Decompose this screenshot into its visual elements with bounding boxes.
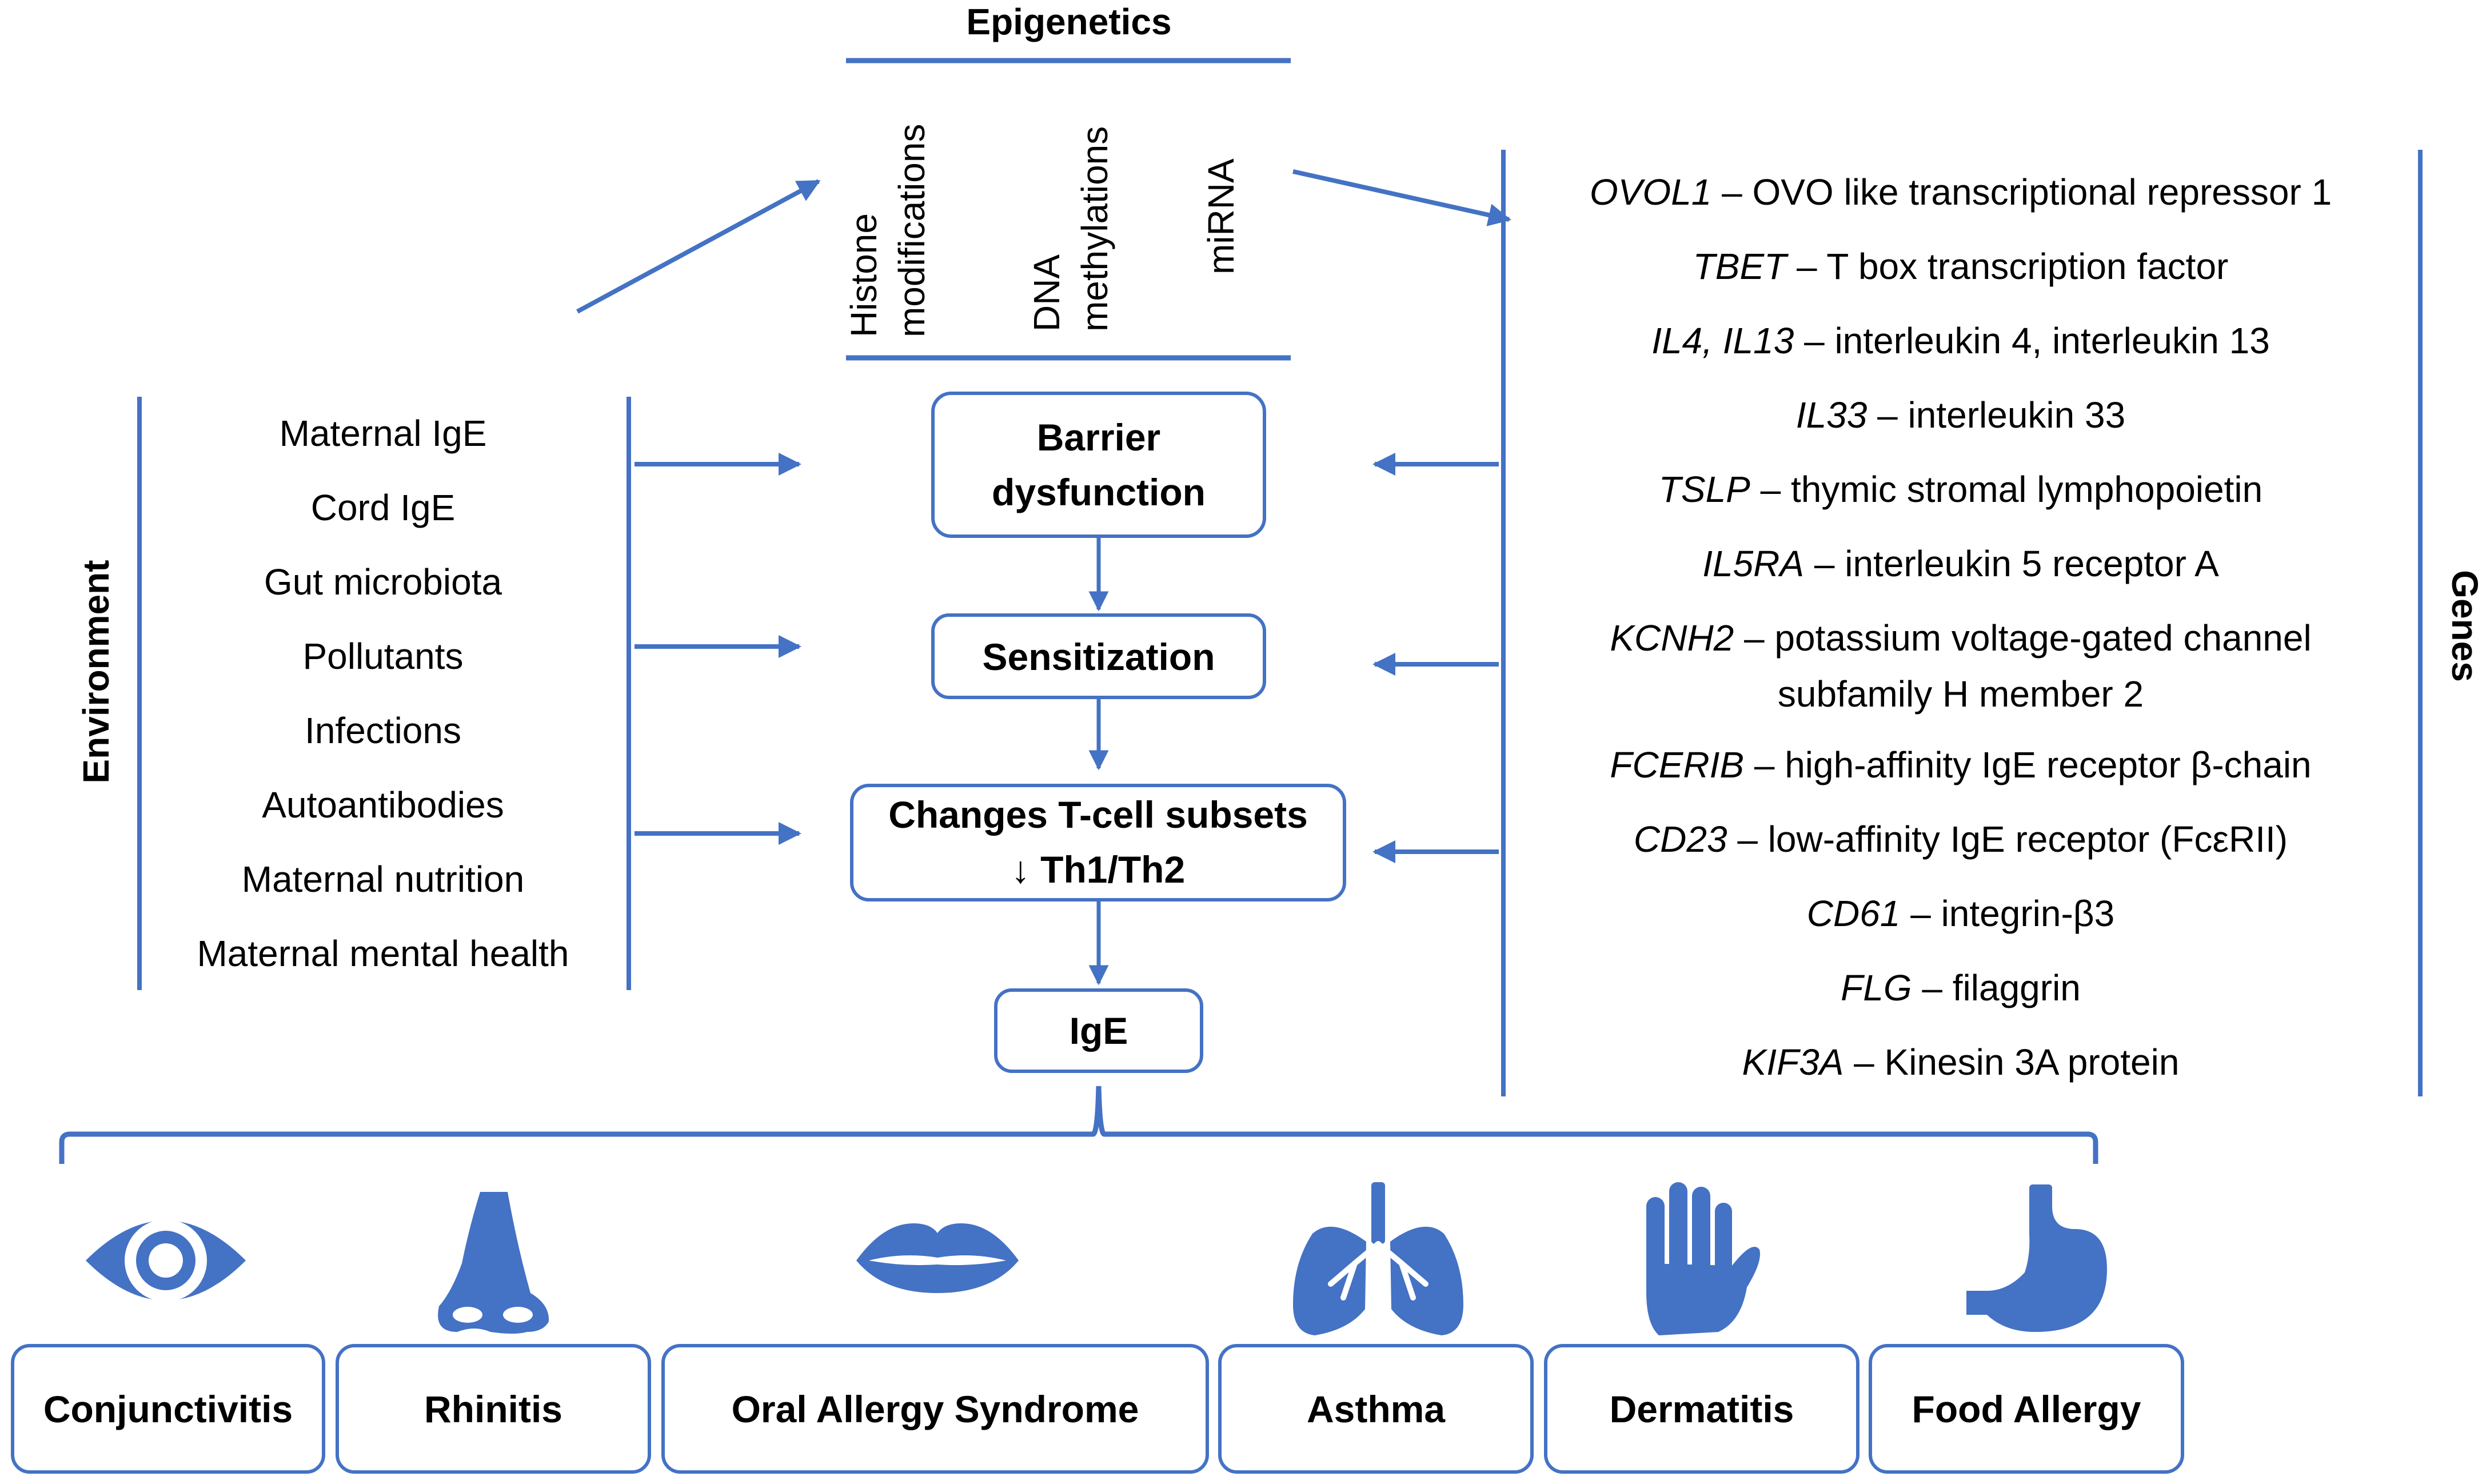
- tcell-label-line2: ↓ Th1/Th2: [1011, 848, 1185, 891]
- tcell-label-line1: Changes T-cell subsets: [888, 793, 1308, 836]
- disease-label: Food Allergy: [1912, 1388, 2141, 1430]
- epigenetics-to-genes-arrow: [1292, 169, 1511, 226]
- disease-label: Oral Allergy Syndrome: [732, 1388, 1139, 1430]
- gene-item: CD61 – integrin-β3: [1807, 893, 2114, 934]
- epigenetics-item-line: miRNA: [1200, 158, 1242, 274]
- environment-item: Pollutants: [302, 636, 463, 677]
- ige-box: [994, 988, 1203, 1073]
- gene-item: TBET – T box transcription factor: [1693, 246, 2229, 287]
- gene-item-continuation: subfamily H member 2: [1778, 673, 2144, 715]
- environment-item: Infections: [305, 710, 461, 751]
- pathway-section: Barrier dysfunction Sensitization Change…: [850, 392, 1346, 1073]
- environment-item: Maternal mental health: [197, 933, 569, 974]
- genes-list: OVOL1 – OVO like transcriptional repress…: [1590, 171, 2332, 1083]
- disease-box-conjunctivitis: [11, 1344, 325, 1474]
- eye-icon: [86, 1219, 246, 1302]
- environment-title: Environment: [75, 560, 117, 783]
- disease-bracket: [59, 1086, 2098, 1164]
- disease-label: Conjunctivitis: [43, 1388, 293, 1430]
- epigenetics-title: Epigenetics: [966, 1, 1171, 42]
- gene-item: KCNH2 – potassium voltage-gated channel: [1610, 617, 2311, 659]
- epigenetics-item-line: DNA: [1026, 254, 1067, 332]
- barrier-label-line2: dysfunction: [992, 471, 1206, 513]
- ige-label: IgE: [1070, 1010, 1128, 1052]
- disease-icons: [86, 1182, 2107, 1335]
- environment-item: Autoantibodies: [262, 784, 504, 825]
- hand-icon: [1646, 1182, 1761, 1335]
- disease-box-asthma: [1218, 1344, 1534, 1474]
- epigenetics-item-mirna: miRNA: [1200, 158, 1242, 274]
- disease-box-dermatitis: [1544, 1344, 1859, 1474]
- disease-label: Asthma: [1307, 1388, 1446, 1430]
- disease-box-oral-allergy-syndrome: [661, 1344, 1209, 1474]
- barrier-label-line1: Barrier: [1037, 416, 1160, 458]
- nose-icon: [438, 1192, 549, 1334]
- lips-icon: [856, 1223, 1019, 1293]
- gene-item: IL5RA – interleukin 5 receptor A: [1702, 543, 2219, 584]
- environment-section: Environment Maternal IgE Cord IgE Gut mi…: [75, 397, 801, 990]
- epigenetics-item-line: methylations: [1074, 126, 1115, 332]
- gene-item: KIF3A – Kinesin 3A protein: [1742, 1042, 2180, 1083]
- epigenetics-section: Epigenetics Histone modifications DNA me…: [843, 1, 1291, 361]
- disease-boxes: Conjunctivitis Rhinitis Oral Allergy Syn…: [11, 1344, 2184, 1474]
- stomach-icon: [1966, 1184, 2107, 1332]
- disease-box-rhinitis: [336, 1344, 651, 1474]
- epigenetics-item-line: Histone: [843, 213, 884, 337]
- gene-item: FLG – filaggrin: [1841, 967, 2081, 1008]
- gene-item: FCERIB – high-affinity IgE receptor β-ch…: [1610, 744, 2311, 785]
- gene-item: CD23 – low-affinity IgE receptor (FcεRII…: [1634, 819, 2288, 860]
- environment-item: Maternal nutrition: [242, 859, 524, 900]
- environment-list: Maternal IgE Cord IgE Gut microbiota Pol…: [197, 413, 569, 974]
- gene-item: TSLP – thymic stromal lymphopoietin: [1659, 469, 2262, 510]
- disease-box-food-allergy: [1869, 1344, 2184, 1474]
- gene-item: IL33 – interleukin 33: [1796, 394, 2125, 436]
- sensitization-label: Sensitization: [982, 636, 1215, 678]
- epigenetics-item-dna: DNA methylations: [1026, 126, 1115, 332]
- gene-item: IL4, IL13 – interleukin 4, interleukin 1…: [1651, 320, 2270, 361]
- lungs-icon: [1293, 1182, 1463, 1335]
- environment-item: Gut microbiota: [264, 561, 502, 603]
- disease-label: Rhinitis: [424, 1388, 562, 1430]
- disease-label: Dermatitis: [1610, 1388, 1794, 1430]
- genes-section: Genes OVOL1 – OVO like transcriptional r…: [1372, 150, 2482, 1096]
- environment-to-epigenetics-arrow: [576, 179, 821, 314]
- epigenetics-item-line: modifications: [891, 124, 932, 338]
- environment-item: Cord IgE: [311, 487, 456, 528]
- environment-item: Maternal IgE: [280, 413, 487, 454]
- gene-item: OVOL1 – OVO like transcriptional repress…: [1590, 171, 2332, 213]
- barrier-box: [931, 392, 1266, 538]
- genes-title: Genes: [2444, 570, 2482, 682]
- epigenetics-item-histone: Histone modifications: [843, 124, 932, 338]
